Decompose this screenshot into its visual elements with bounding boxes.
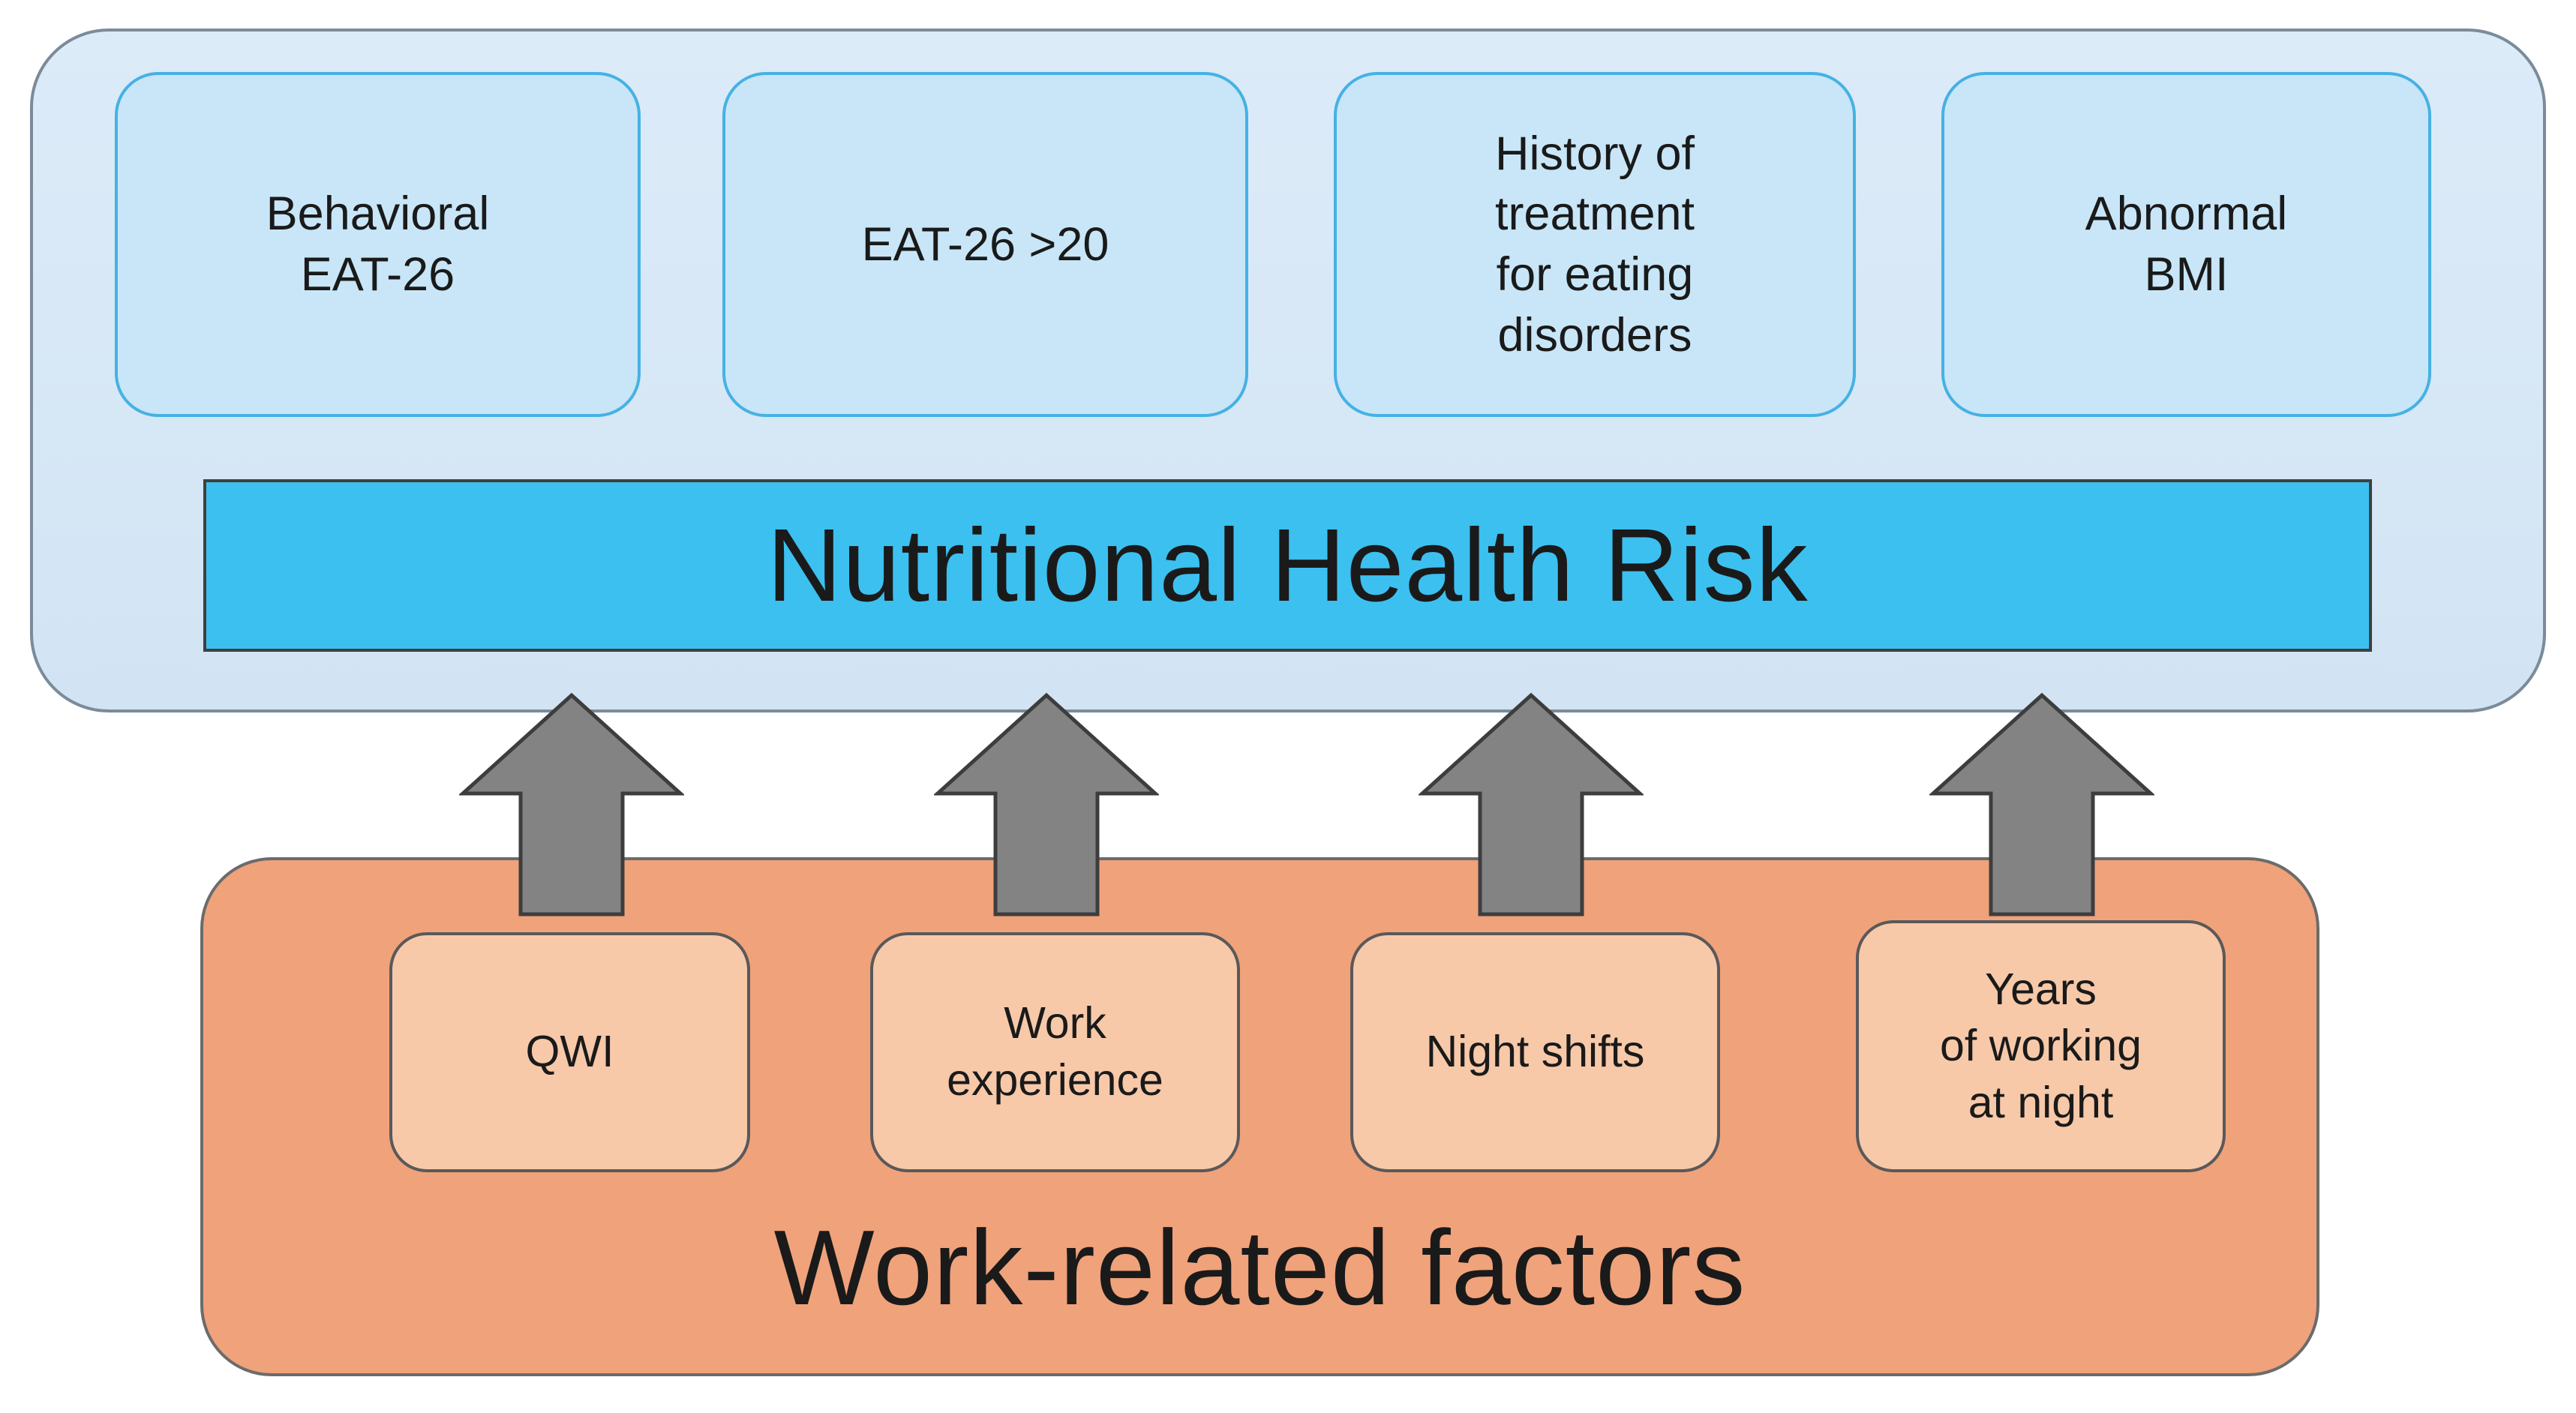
risk-bar-title: Nutritional Health Risk <box>767 507 1809 623</box>
indicator-eat26-over-20: EAT-26 >20 <box>722 72 1248 417</box>
factor-qwi: QWI <box>389 932 750 1172</box>
factor-label: Work experience <box>947 998 1163 1105</box>
indicator-label: EAT-26 >20 <box>861 218 1109 271</box>
indicator-abnormal-bmi: Abnormal BMI <box>1941 72 2431 417</box>
factor-label: QWI <box>525 1027 614 1077</box>
factor-label: Years of working at night <box>1940 964 2142 1127</box>
indicator-label: Behavioral EAT-26 <box>266 188 490 301</box>
factor-night-shifts: Night shifts <box>1350 932 1720 1172</box>
factor-label: Night shifts <box>1425 1027 1645 1077</box>
indicator-label: History of treatment for eating disorder… <box>1494 127 1695 362</box>
indicator-history-of-treatment: History of treatment for eating disorder… <box>1334 72 1856 417</box>
up-arrow-icon <box>934 692 1159 916</box>
up-arrow-icon <box>1929 692 2154 916</box>
work-related-factors-title: Work-related factors <box>773 1208 1746 1328</box>
up-arrow-icon <box>459 692 684 916</box>
indicator-behavioral-eat26: Behavioral EAT-26 <box>115 72 641 417</box>
up-arrow-icon <box>1419 692 1644 916</box>
indicator-label: Abnormal BMI <box>2085 188 2288 301</box>
nutritional-health-risk-bar: Nutritional Health Risk <box>203 479 2372 652</box>
nutritional-risk-panel: Behavioral EAT-26 EAT-26 >20 History of … <box>30 28 2546 712</box>
factor-work-experience: Work experience <box>870 932 1240 1172</box>
work-related-factors-panel: QWI Work experience Night shifts Years o… <box>200 857 2319 1376</box>
factor-years-working-at-night: Years of working at night <box>1856 920 2226 1172</box>
